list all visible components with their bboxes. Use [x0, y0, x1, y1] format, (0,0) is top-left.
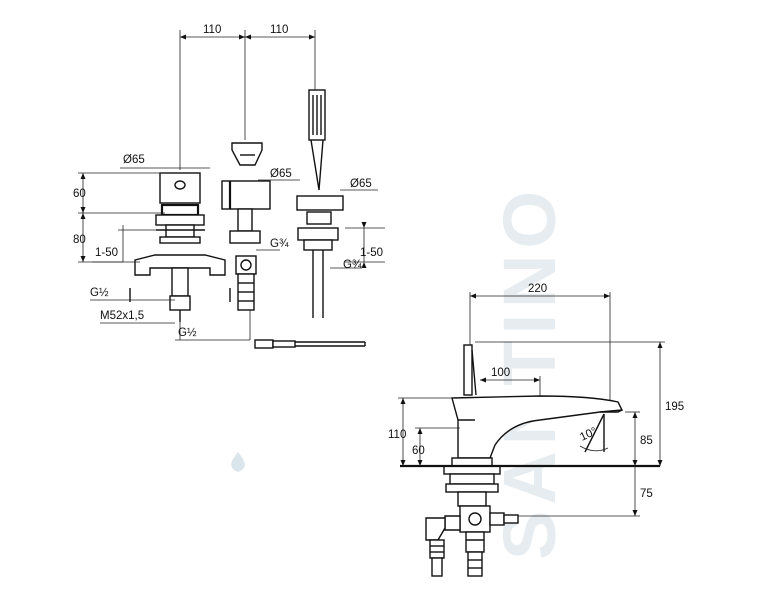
- dim-spout-reach: 100: [491, 367, 510, 379]
- dim-outlet-height: 60: [412, 445, 425, 457]
- dim-outlet-angle: 10°: [578, 425, 599, 443]
- dim-outlet-clearance: 85: [640, 435, 653, 447]
- dim-thread-left-lower: G½: [178, 327, 197, 339]
- right-range-dims: [330, 222, 385, 269]
- dim-deck-range-left: 1-50: [95, 247, 118, 259]
- dim-spacing-right: 110: [270, 24, 288, 36]
- spout-side-body: [400, 344, 660, 507]
- watermark-text: SANTINO: [488, 185, 571, 560]
- hose-component: [254, 339, 366, 349]
- dim-spacing-left: 110: [203, 24, 221, 36]
- outlet-angle-arc: [579, 413, 609, 453]
- dim-mount-thread: M52x1,5: [100, 310, 144, 322]
- side-view-connections: [425, 505, 519, 577]
- side-view-dims-top: [469, 292, 611, 412]
- dim-handle-height: 60: [73, 188, 86, 200]
- hand-shower-component: [296, 89, 344, 318]
- dim-total-height: 195: [665, 401, 684, 413]
- left-vertical-dims: [78, 172, 165, 263]
- dim-deck-range-right: 1-50: [360, 247, 383, 259]
- dim-under-deck-depth: 75: [640, 488, 653, 500]
- side-view-vertical-dims: [398, 341, 665, 517]
- top-dimension-lines: [179, 30, 316, 170]
- dim-thread-center: G¾: [270, 238, 289, 250]
- dim-shower-base-diameter: Ø65: [350, 178, 372, 190]
- dim-thread-right: G¾: [343, 259, 362, 271]
- dim-spout-body-height: 110: [388, 429, 406, 441]
- dim-handle-diameter: Ø65: [123, 154, 145, 166]
- dim-spout-base-diameter: Ø65: [270, 168, 292, 180]
- mixer-handle-component: Ø65: [120, 154, 231, 340]
- dim-thread-left-upper: G½: [90, 287, 109, 299]
- diverter-component: [221, 142, 271, 311]
- watermark-drop-icon: [231, 452, 245, 472]
- dim-spout-length: 220: [528, 283, 547, 295]
- dim-under-deck-height: 80: [73, 234, 86, 246]
